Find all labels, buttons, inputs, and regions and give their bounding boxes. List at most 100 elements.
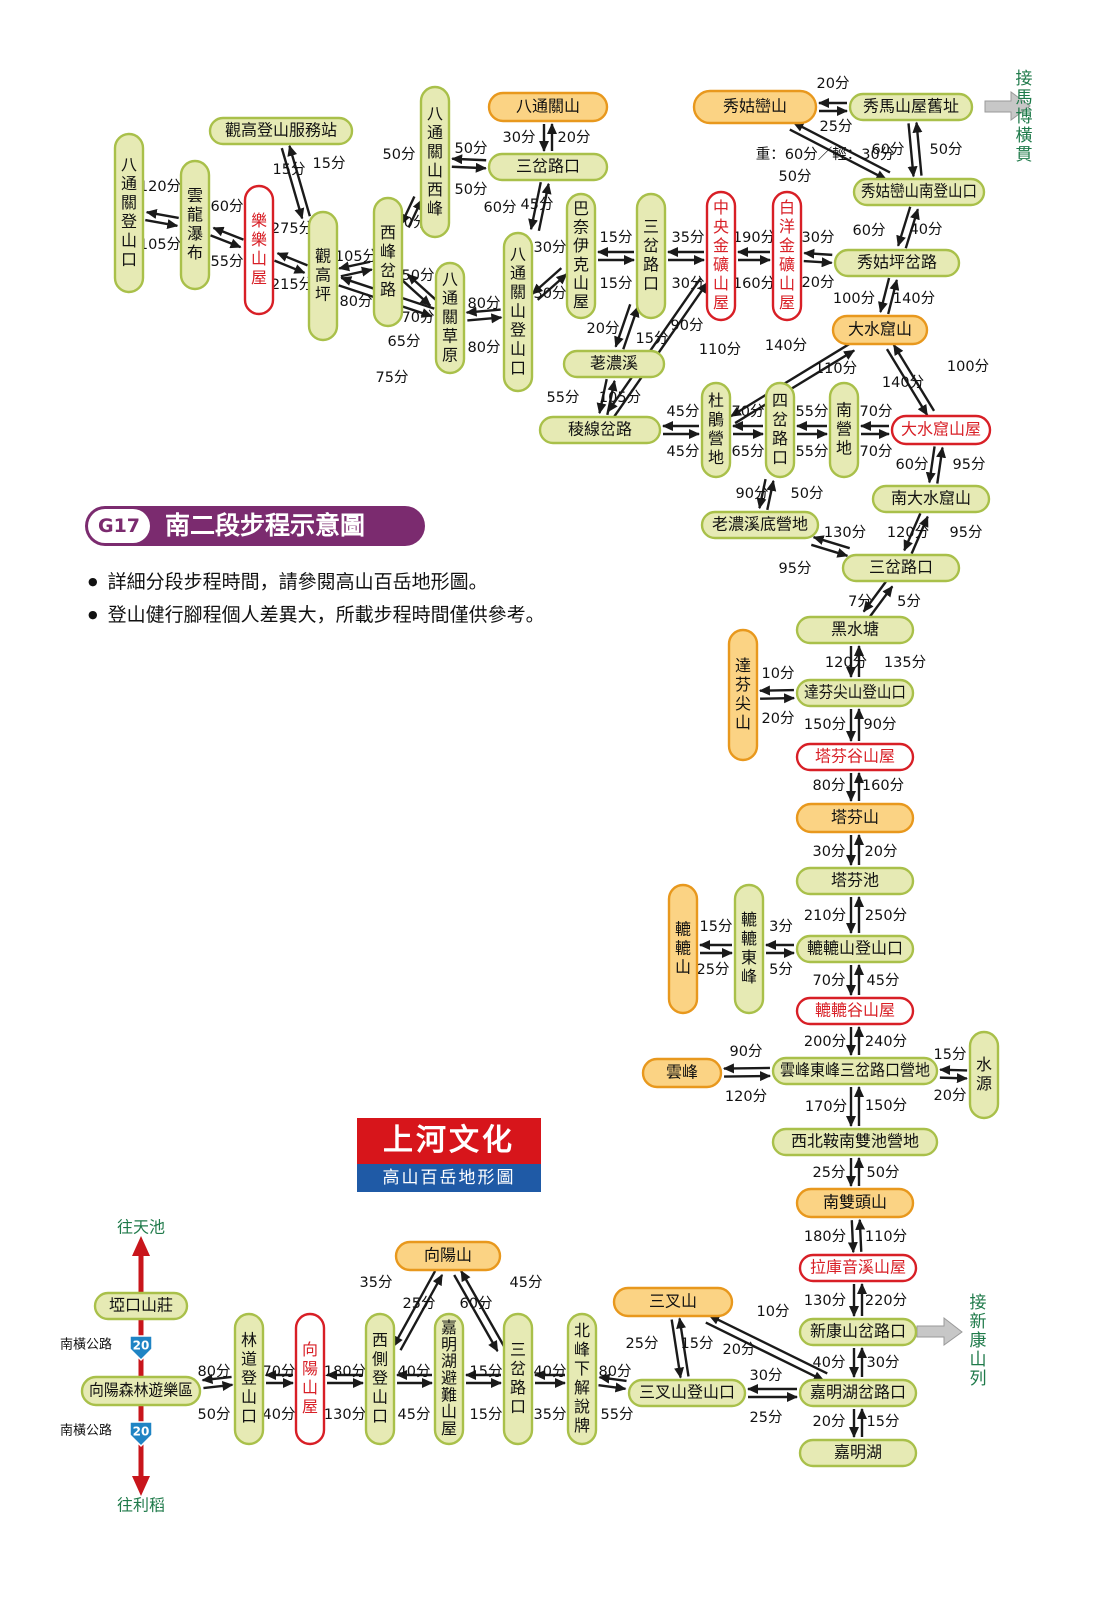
- direction-arrow: [869, 585, 894, 618]
- direction-arrow: [287, 144, 311, 217]
- node-label: 北峰下解說牌: [574, 1321, 590, 1435]
- node-xibei: 西北鞍南雙池營地: [771, 1127, 939, 1157]
- direction-arrow: [276, 252, 308, 267]
- node-label: 八通關草原: [442, 270, 458, 365]
- travel-time-label: 90分: [730, 1043, 763, 1060]
- direction-arrow: [936, 446, 947, 484]
- travel-time-label: 30分: [534, 285, 567, 302]
- node-box: [795, 742, 915, 772]
- node-box: [795, 996, 915, 1026]
- node-nan-dashuiku: 南大水窟山: [871, 484, 991, 514]
- node-label: 八通關山西峰: [427, 104, 443, 218]
- node-lakuyin: 拉庫音溪山屋: [798, 1253, 918, 1283]
- direction-arrow: [756, 478, 767, 510]
- node-laonong: 荖濃溪: [562, 349, 666, 379]
- trail-segment: 15分 15分: [273, 144, 346, 220]
- travel-time-label: 110分: [699, 341, 741, 358]
- travel-time-label: 275分: [271, 220, 313, 237]
- node-box: [798, 1317, 918, 1347]
- node-label: 四岔路口: [772, 391, 788, 467]
- travel-time-label: 95分: [779, 560, 812, 577]
- travel-time-label: 15分: [313, 155, 346, 172]
- publisher-logo: 上河文化 高山百岳地形圖: [357, 1118, 541, 1192]
- travel-time-label: 60分: [460, 1295, 493, 1312]
- travel-time-label: 30分: [802, 229, 835, 246]
- direction-arrow: [392, 1270, 437, 1348]
- node-box: [727, 628, 759, 762]
- direction-arrow: [892, 344, 936, 412]
- node-box: [798, 1253, 918, 1283]
- direction-arrow: [766, 479, 777, 511]
- travel-time-label: 30分: [534, 239, 567, 256]
- node-lulugu: 轆轆谷山屋: [795, 996, 915, 1026]
- node-box: [700, 510, 820, 540]
- connector-arrow-icon: [984, 91, 1031, 121]
- direction-arrow: [758, 685, 794, 696]
- node-label: 南雙頭山: [823, 1193, 887, 1212]
- node-label: 水源: [976, 1055, 992, 1093]
- travel-time-label: 140分: [765, 337, 807, 354]
- travel-time-label: 180分: [804, 1228, 846, 1245]
- node-box: [841, 553, 961, 583]
- direction-arrow: [598, 1373, 627, 1384]
- node-guangaoping: 觀高坪: [307, 210, 339, 342]
- node-label: 雲峰: [666, 1063, 698, 1082]
- publisher-name: 上河文化: [357, 1118, 541, 1164]
- node-lulu: 轆轆山: [667, 883, 699, 1015]
- node-label: 塔芬山: [831, 808, 879, 827]
- node-label: 南營地: [836, 401, 852, 458]
- travel-time-label: 50分: [383, 146, 416, 163]
- node-label: 三岔路口: [510, 1340, 526, 1416]
- direction-arrow: [606, 277, 702, 413]
- travel-time-label: 55分: [547, 389, 580, 406]
- travel-time-label: 15分: [636, 330, 669, 347]
- travel-time-label: 45分: [398, 1406, 431, 1423]
- node-box: [80, 1375, 202, 1407]
- travel-time-label: 25分: [820, 118, 853, 135]
- direction-arrow: [340, 266, 373, 278]
- travel-time-label: 25分: [813, 1164, 846, 1181]
- travel-time-label: 35分: [672, 229, 705, 246]
- travel-time-label: 215分: [271, 276, 313, 293]
- node-label: 老濃溪底營地: [712, 515, 808, 534]
- travel-time-label: 180分: [324, 1363, 366, 1380]
- direction-arrow: [400, 195, 416, 226]
- node-label: 中央金礦山屋: [713, 198, 729, 312]
- direction-arrow: [760, 693, 796, 704]
- node-label: 拉庫音溪山屋: [810, 1258, 906, 1277]
- travel-time-label: 15分: [273, 161, 306, 178]
- node-heishuitang: 黑水塘: [795, 615, 915, 645]
- travel-time-label: 20分: [817, 75, 850, 92]
- travel-time-label: 70分: [860, 443, 893, 460]
- node-box: [243, 184, 275, 316]
- node-yunfeng: 雲峰: [641, 1057, 723, 1089]
- direction-arrow: [338, 260, 371, 272]
- travel-time-label: 20分: [802, 274, 835, 291]
- node-box: [502, 1312, 534, 1446]
- travel-time-label: 25分: [750, 1409, 783, 1426]
- travel-time-label: 90分: [736, 485, 769, 502]
- node-box: [795, 934, 915, 964]
- travel-time-label: 70分: [263, 1363, 296, 1380]
- external-connector: 接馬博橫貫: [984, 69, 1033, 165]
- node-jiaming-bi: 嘉明湖避難山屋: [433, 1312, 465, 1446]
- node-dujuan: 杜鵑營地: [700, 381, 732, 479]
- node-label: 南大水窟山: [891, 489, 971, 508]
- travel-time-label: 45分: [867, 972, 900, 989]
